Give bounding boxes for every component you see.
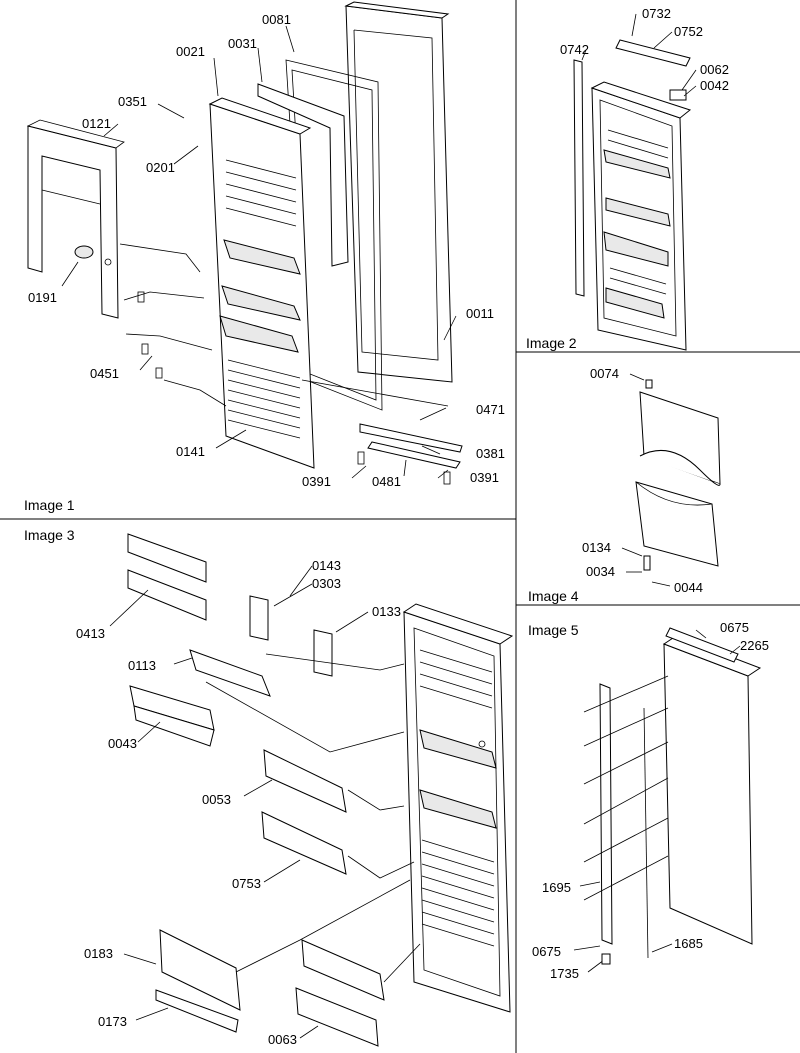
part-callout: 0732: [642, 6, 671, 21]
part-callout: 0043: [108, 736, 137, 751]
image1-drawing: [26, 1, 463, 485]
part-callout: 0413: [76, 626, 105, 641]
part-callout: 0173: [98, 1014, 127, 1029]
image4-title: Image 4: [528, 588, 579, 604]
part-callout: 0675: [532, 944, 561, 959]
part-callout: 1685: [674, 936, 703, 951]
part-callout: 1695: [542, 880, 571, 895]
part-callout: 0183: [84, 946, 113, 961]
part-callout: 0143: [312, 558, 341, 573]
part-callout: 0303: [312, 576, 341, 591]
part-callout: 0471: [476, 402, 505, 417]
part-callout: 0062: [700, 62, 729, 77]
part-callout: 0381: [476, 446, 505, 461]
image3-callouts: 0143 0303 0133 0413 0113 0043 0053 0753 …: [76, 558, 401, 1047]
part-callout: 0044: [674, 580, 703, 595]
part-callout: 0753: [232, 876, 261, 891]
part-callout: 0053: [202, 792, 231, 807]
image4-drawing: [621, 373, 721, 587]
part-callout: 0742: [560, 42, 589, 57]
image2-title: Image 2: [526, 335, 577, 351]
part-callout: 0133: [372, 604, 401, 619]
part-callout: 0034: [586, 564, 615, 579]
part-callout: 0011: [466, 306, 494, 321]
part-callout: 0081: [262, 12, 291, 27]
image5-callouts: 0675 2265 1695 0675 1685 1735: [532, 620, 769, 981]
part-callout: 0031: [228, 36, 257, 51]
part-callout: 0121: [82, 116, 111, 131]
image5-title: Image 5: [528, 622, 579, 638]
image2-callouts: 0732 0752 0742 0062 0042: [560, 6, 729, 93]
part-callout: 0134: [582, 540, 611, 555]
part-callout: 0351: [118, 94, 147, 109]
part-callout: 0201: [146, 160, 175, 175]
image2-drawing: [573, 13, 697, 351]
part-callout: 0113: [128, 658, 156, 673]
part-callout: 0042: [700, 78, 729, 93]
part-callout: 2265: [740, 638, 769, 653]
part-callout: 0063: [268, 1032, 297, 1047]
part-callout: 0074: [590, 366, 619, 381]
part-callout: 0451: [90, 366, 119, 381]
part-callout: 0391: [470, 470, 499, 485]
image4-callouts: 0074 0134 0034 0044: [582, 366, 703, 595]
image1-callouts: 0081 0021 0031 0351 0121 0201 0191 0011 …: [28, 12, 505, 489]
part-callout: 0675: [720, 620, 749, 635]
image5-drawing: [573, 627, 762, 973]
part-callout: 0481: [372, 474, 401, 489]
part-callout: 0752: [674, 24, 703, 39]
part-callout: 1735: [550, 966, 579, 981]
part-callout: 0391: [302, 474, 331, 489]
image3-title: Image 3: [24, 527, 75, 543]
image1-title: Image 1: [24, 497, 75, 513]
part-callout: 0141: [176, 444, 205, 459]
part-callout: 0021: [176, 44, 205, 59]
image3-drawing: [109, 533, 514, 1047]
part-callout: 0191: [28, 290, 57, 305]
